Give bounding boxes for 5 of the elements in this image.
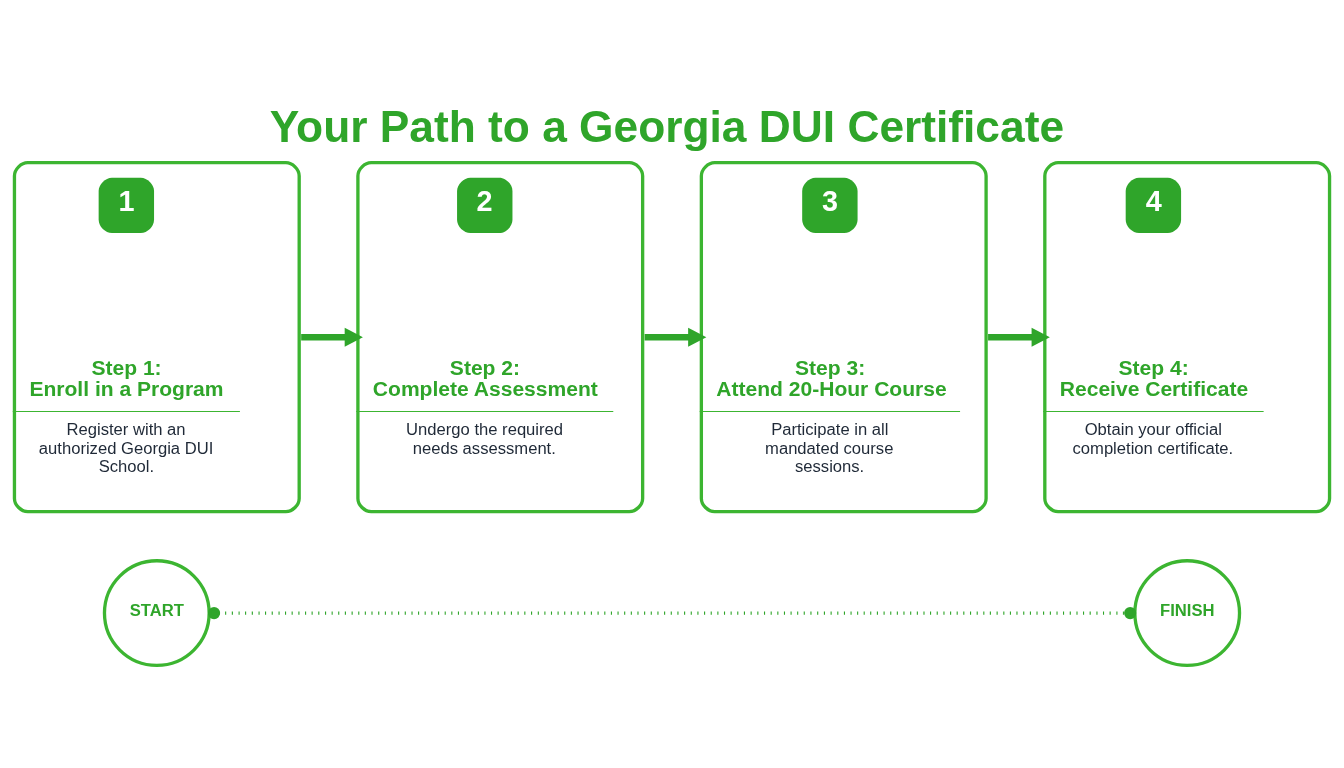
diagram-title: Your Path to a Georgia DUI Certificate — [269, 101, 1065, 151]
node-circle: START — [102, 558, 211, 667]
arrow — [644, 327, 707, 347]
node-circle: FINISH — [1133, 558, 1242, 667]
connector — [207, 606, 1137, 619]
